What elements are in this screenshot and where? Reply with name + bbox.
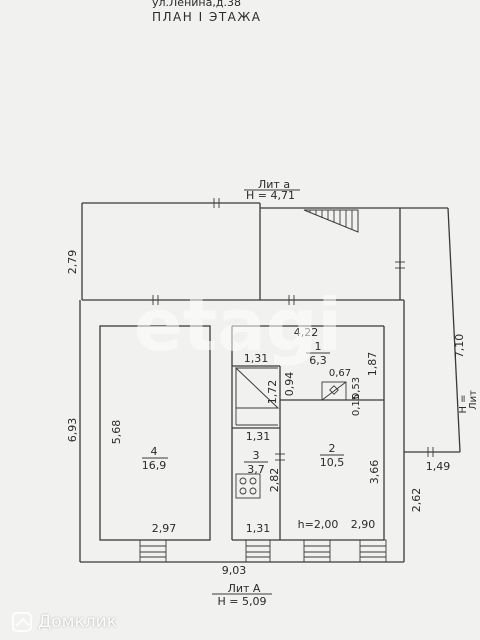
annex-label: Лит а: [258, 178, 290, 191]
dim-015: 0,15: [351, 394, 362, 416]
main-building-walls: [79, 295, 405, 563]
watermark: etagi: [134, 283, 342, 367]
side-label-line1: Лит: [468, 390, 479, 410]
logo-text: Домклик: [38, 612, 117, 632]
dim-annex-height: 2,79: [66, 250, 79, 275]
annex-walls: [81, 198, 461, 457]
boiler-box: [321, 381, 347, 401]
ceiling-height: h=2,00: [298, 518, 339, 531]
room-3-number: 3: [253, 449, 260, 462]
annex-height: H = 4,71: [246, 189, 295, 202]
dim-right-262: 2,62: [410, 488, 423, 513]
address-text: ул.Ленина,д.38: [152, 0, 241, 9]
dim-right-710: 7,10: [453, 334, 466, 359]
room-1-number: 1: [315, 340, 322, 353]
room-2-number: 2: [329, 442, 336, 455]
room1-stair: [235, 366, 280, 426]
dim-room1-width: 1,31: [244, 352, 269, 365]
room-2-area: 10,5: [320, 456, 345, 469]
dim-room1-height: 1,87: [366, 352, 379, 377]
house-icon: [12, 612, 32, 632]
dim-right-149: 1,49: [426, 460, 451, 473]
stove-icon: [235, 473, 261, 499]
dim-top-inner: 4,22: [294, 326, 319, 339]
dim-total-width: 9,03: [222, 564, 247, 577]
main-building-height: H = 5,09: [218, 595, 267, 608]
dim-room3-height: 2,82: [268, 468, 281, 493]
dim-172: 1,72: [266, 380, 279, 405]
dim-053: 0,53: [351, 377, 362, 399]
dim-left-total: 6,93: [66, 418, 79, 443]
dim-room4-width: 2,97: [152, 522, 177, 535]
entrance-stairs: [139, 539, 387, 563]
room-4-area: 16,9: [142, 459, 167, 472]
dim-room3-width: 1,31: [246, 430, 271, 443]
dim-room4-height: 5,68: [110, 420, 123, 445]
dim-bottom-131: 1,31: [246, 522, 271, 535]
dim-094: 0,94: [283, 372, 296, 397]
annex-stair: [303, 209, 359, 233]
plan-title: ПЛАН I ЭТАЖА: [152, 10, 262, 24]
dim-room2-height: 3,66: [368, 460, 381, 485]
room-3-area: 3,7: [247, 463, 265, 476]
dim-bottom-290: 2,90: [351, 518, 376, 531]
room-4-number: 4: [151, 445, 158, 458]
main-building-label: Лит А: [228, 582, 261, 595]
dim-067: 0,67: [329, 368, 351, 379]
domclick-logo: Домклик: [12, 612, 117, 632]
room-1-area: 6,3: [309, 354, 327, 367]
side-label-line2: H =: [458, 394, 469, 413]
